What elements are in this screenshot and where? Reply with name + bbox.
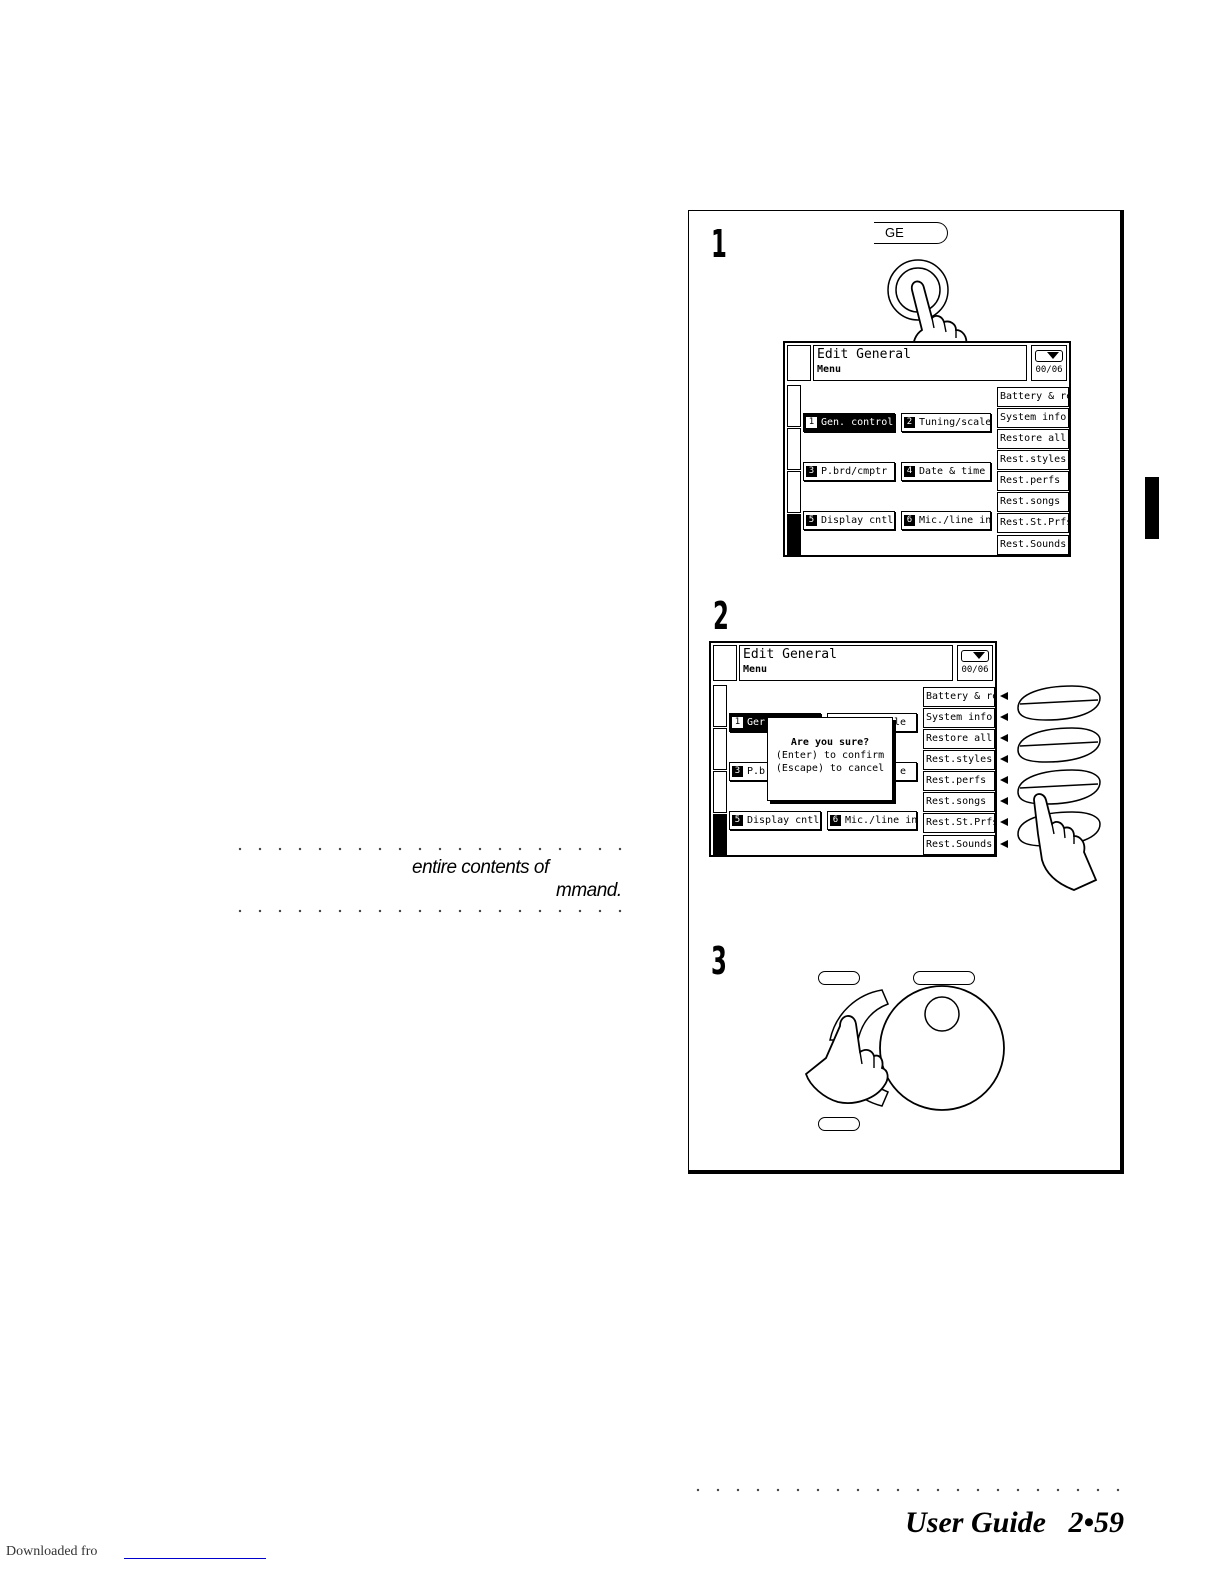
- dialog-confirm-hint: (Enter) to confirm: [775, 750, 885, 761]
- arrow-left-icon: [1000, 755, 1008, 763]
- footer-title: User Guide 2•59: [905, 1506, 1124, 1540]
- illustration-frame: [688, 210, 1124, 1174]
- dial-finger-dimple: [924, 996, 960, 1032]
- footer-page-number: 2•59: [1068, 1506, 1124, 1539]
- step-number-1: 1: [711, 222, 727, 266]
- screen-title-box: Edit General Menu: [739, 645, 953, 681]
- dialog-question: Are you sure?: [790, 737, 870, 748]
- side-item-battery[interactable]: Battery & rel.: [997, 387, 1069, 407]
- page-down-icon: [1035, 350, 1063, 362]
- tab-2[interactable]: [713, 728, 727, 770]
- arrow-left-icon: [1000, 692, 1008, 700]
- tab-2[interactable]: [787, 428, 801, 470]
- soft-buttons-illustration: [1017, 685, 1101, 891]
- page-number: 00/06: [1035, 365, 1063, 375]
- section-thumb-tab: [1145, 477, 1159, 539]
- download-link-underline[interactable]: [124, 1558, 266, 1559]
- gen-logo-icon: [713, 645, 737, 681]
- page-number: 00/06: [961, 665, 989, 675]
- pointing-hand-icon: [804, 1015, 889, 1104]
- screen-title-box: Edit General Menu: [813, 345, 1027, 381]
- note-line-1: entire contents of: [412, 857, 549, 878]
- screen-tabs: [787, 385, 801, 555]
- side-item-rest-st-prfs[interactable]: Rest.St.Prfs: [997, 513, 1069, 533]
- tab-1[interactable]: [713, 685, 727, 727]
- arrow-left-icon: [1000, 776, 1008, 784]
- side-item-restore-all[interactable]: Restore all: [923, 729, 995, 749]
- soft-button-pair-3: [1017, 769, 1101, 805]
- screen-subtitle: Menu: [743, 664, 768, 675]
- side-item-rest-st-prfs[interactable]: Rest.St.Prfs: [923, 813, 995, 833]
- screen-subtitle: Menu: [817, 364, 842, 375]
- escape-led-label: [818, 1117, 860, 1131]
- enter-led-label: [818, 971, 860, 985]
- step-number-3: 3: [711, 939, 727, 983]
- step-number-2: 2: [713, 594, 729, 638]
- arrow-left-icon: [1000, 713, 1008, 721]
- download-notice: Downloaded fro: [6, 1544, 98, 1559]
- side-item-rest-styles[interactable]: Rest.styles: [997, 450, 1069, 470]
- side-item-rest-perfs[interactable]: Rest.perfs: [997, 471, 1069, 491]
- ge-panel-button[interactable]: GE: [874, 222, 948, 244]
- side-item-rest-songs[interactable]: Rest.songs: [997, 492, 1069, 512]
- page-indicator[interactable]: 00/06: [1031, 345, 1067, 381]
- tab-4[interactable]: [787, 514, 801, 555]
- page-indicator[interactable]: 00/06: [957, 645, 993, 681]
- arrow-left-icon: [1000, 818, 1008, 826]
- confirm-dialog: Are you sure? (Enter) to confirm (Escape…: [767, 717, 893, 801]
- gen-logo-icon: [787, 345, 811, 381]
- data-dial: [879, 985, 1005, 1111]
- arrow-left-icon: [1000, 734, 1008, 742]
- note-rule-bottom: [230, 908, 630, 914]
- dialog-cancel-hint: (Escape) to cancel: [775, 763, 885, 774]
- footer-guide: User Guide: [905, 1506, 1046, 1539]
- screen-title: Edit General: [817, 347, 911, 362]
- tab-3[interactable]: [787, 471, 801, 513]
- side-item-system-info[interactable]: System info: [997, 408, 1069, 428]
- side-item-rest-styles[interactable]: Rest.styles: [923, 750, 995, 770]
- arrow-left-icon: [1000, 797, 1008, 805]
- dial-and-keys-illustration: [804, 985, 1005, 1111]
- side-item-system-info[interactable]: System info: [923, 708, 995, 728]
- pointing-hand-icon: [1033, 793, 1098, 891]
- side-item-rest-sounds[interactable]: Rest.Sounds: [997, 535, 1069, 555]
- tab-3[interactable]: [713, 771, 727, 813]
- page-down-icon: [961, 650, 989, 662]
- note-rule-top: [230, 846, 630, 852]
- tab-4[interactable]: [713, 814, 727, 855]
- screen-tabs: [713, 685, 727, 855]
- soft-button-pair-2: [1017, 727, 1101, 763]
- screen-title: Edit General: [743, 647, 837, 662]
- side-item-rest-songs[interactable]: Rest.songs: [923, 792, 995, 812]
- side-item-battery[interactable]: Battery & rel.: [923, 687, 995, 707]
- footer-rule: [688, 1487, 1124, 1493]
- side-item-rest-sounds[interactable]: Rest.Sounds: [923, 835, 995, 855]
- arrow-left-icon: [1000, 840, 1008, 848]
- soft-button-pair-1: [1017, 685, 1101, 721]
- tab-1[interactable]: [787, 385, 801, 427]
- ge-button-label: GE: [885, 225, 904, 240]
- side-item-rest-perfs[interactable]: Rest.perfs: [923, 771, 995, 791]
- note-line-2: mmand.: [556, 880, 622, 901]
- side-item-restore-all[interactable]: Restore all: [997, 429, 1069, 449]
- dial-led-label: [913, 971, 975, 985]
